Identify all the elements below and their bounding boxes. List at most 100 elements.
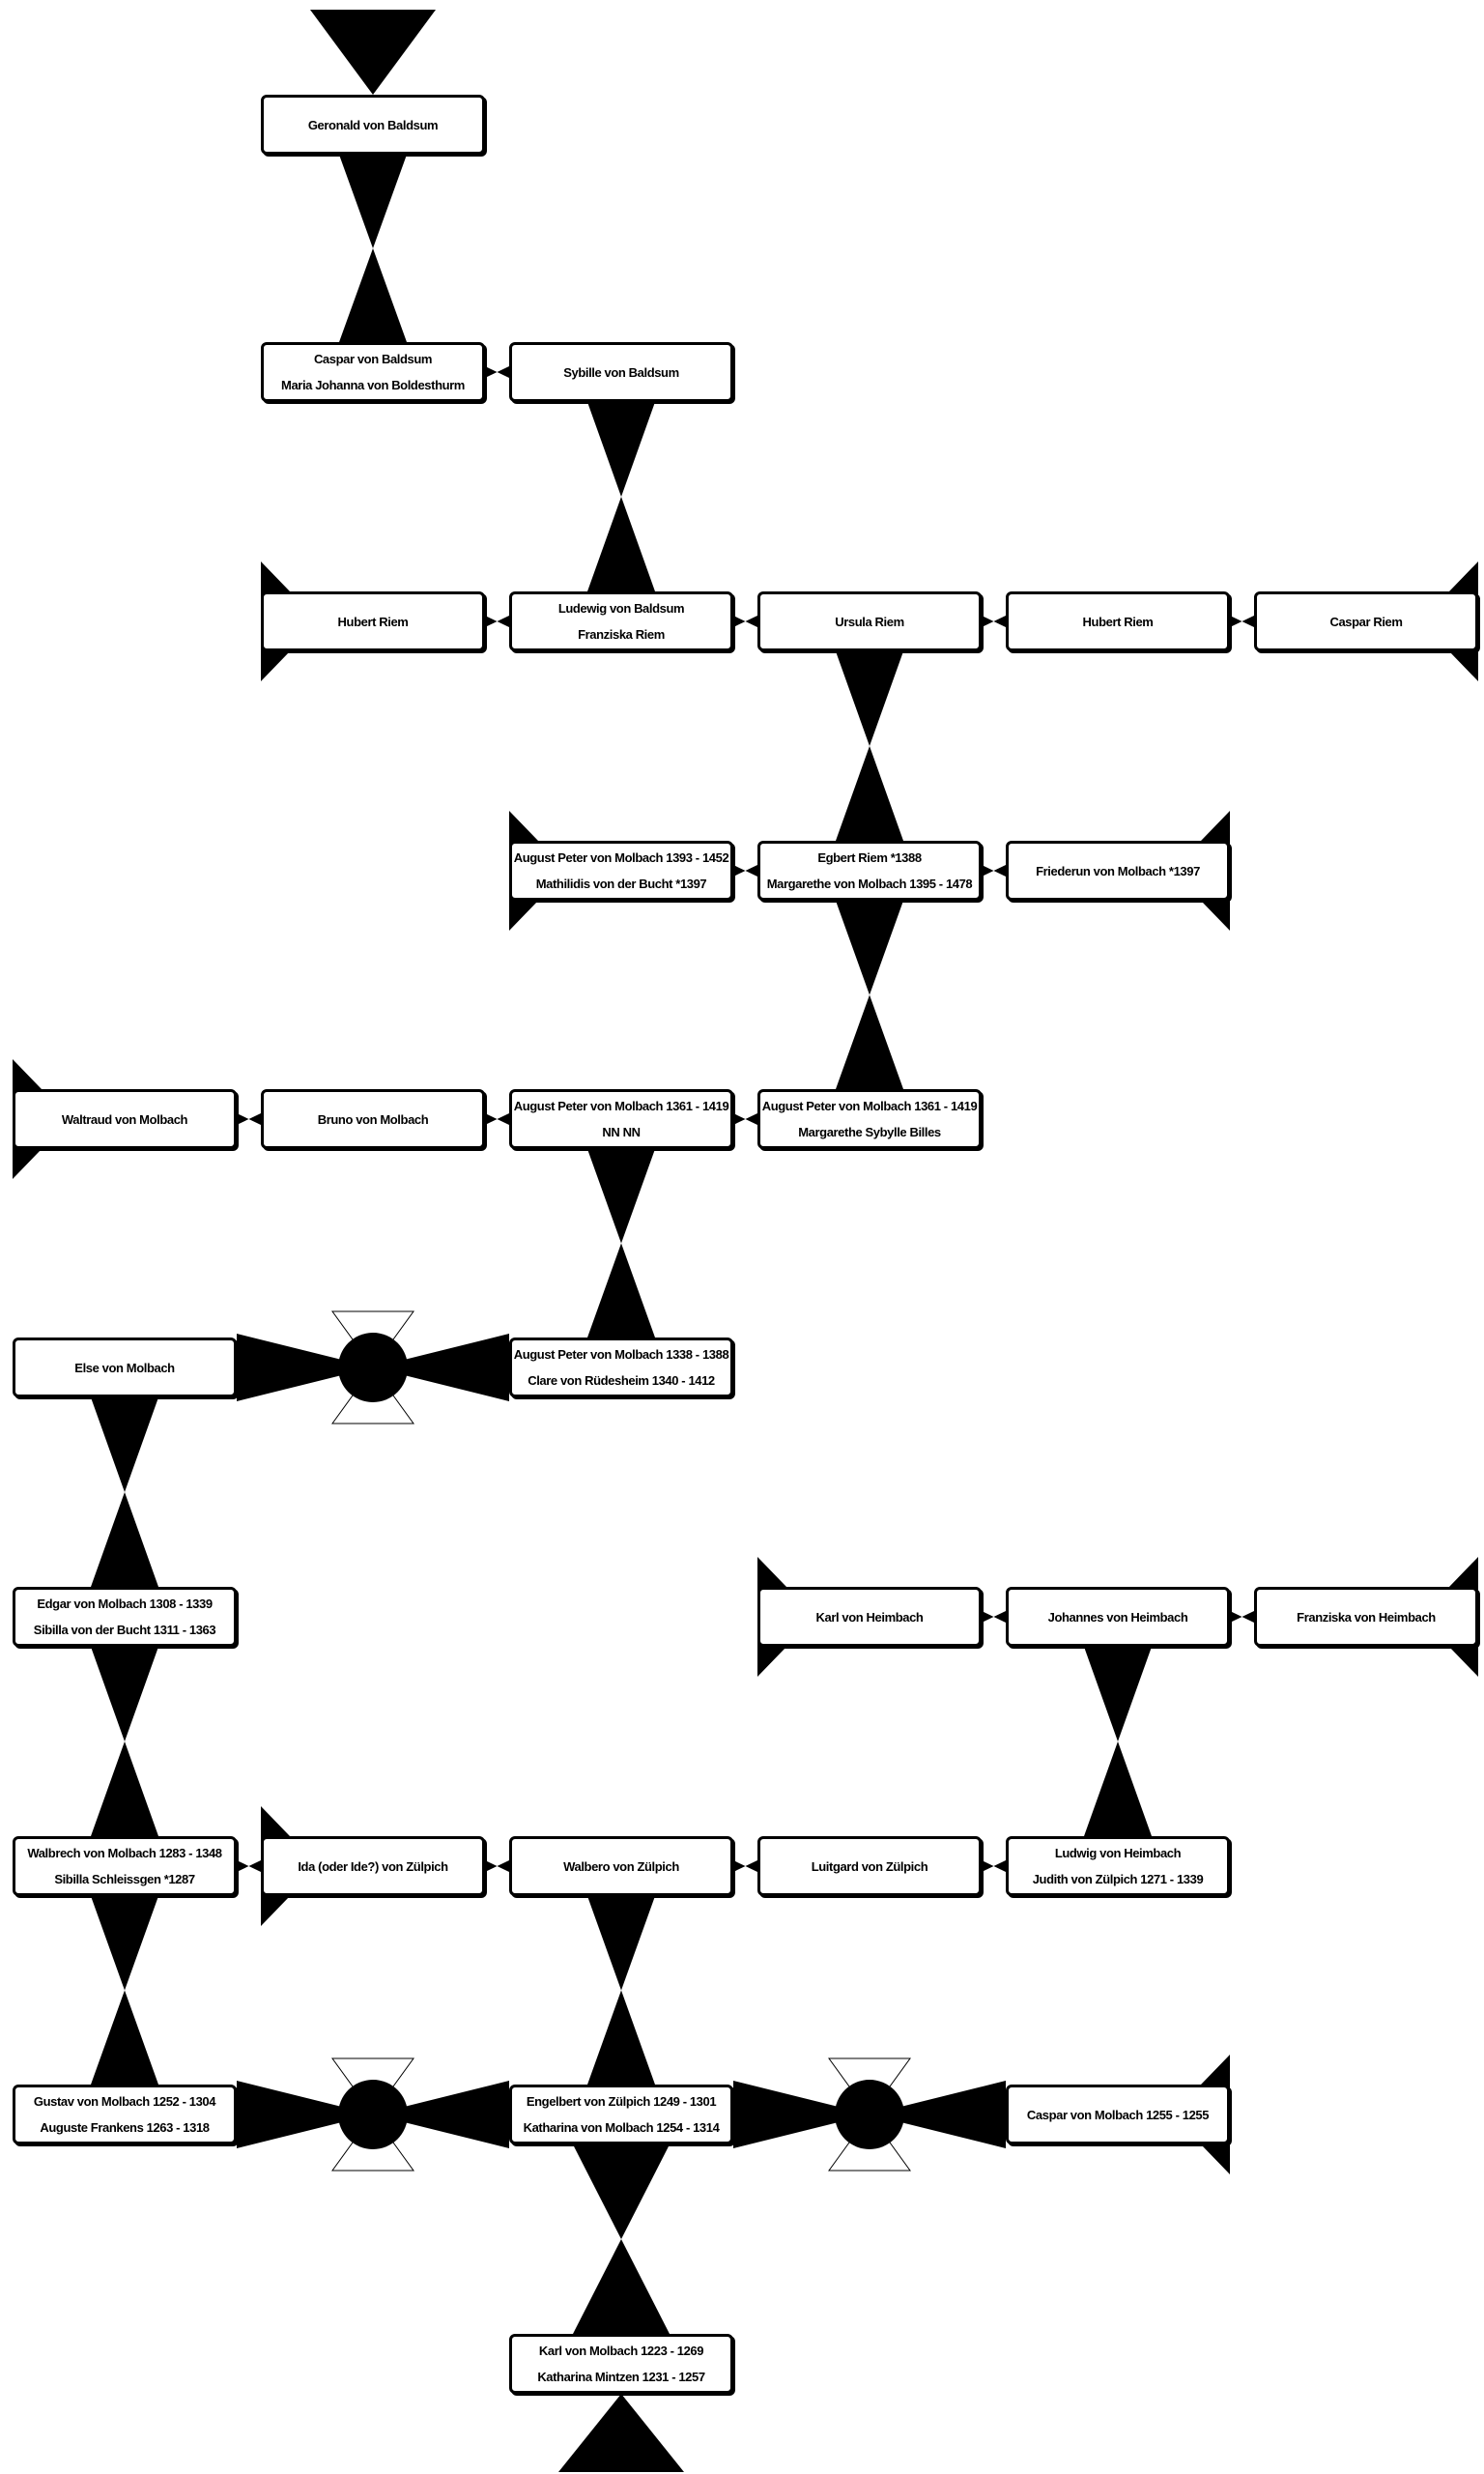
parent-link-lower — [91, 1990, 158, 2085]
person-node-franziska-von-heimbach[interactable]: Franziska von Heimbach — [1254, 1587, 1478, 1647]
parent-link-lower — [836, 994, 903, 1089]
person-node-hubert-riem-2[interactable]: Hubert Riem — [1006, 591, 1230, 651]
spouse-name-line: Sibilla von der Bucht 1311 - 1363 — [33, 1623, 216, 1637]
junction-outline-bottom — [828, 2114, 911, 2172]
parent-link-lower — [91, 1492, 158, 1587]
spouse-name-line: Katharina Mintzen 1231 - 1257 — [537, 2370, 705, 2384]
person-node-caspar-von-molbach[interactable]: Caspar von Molbach 1255 - 1255 — [1006, 2085, 1230, 2144]
parent-link-upper — [91, 1397, 158, 1492]
person-node-luitgard-von-zuelpich[interactable]: Luitgard von Zülpich — [757, 1836, 982, 1896]
spouse-name-line: Katharina von Molbach 1254 - 1314 — [523, 2120, 720, 2135]
parent-link-lower — [587, 1990, 655, 2085]
junction-outline-top — [331, 2057, 414, 2115]
junction-outline-bottom — [331, 2114, 414, 2172]
descendant-flare-bottom — [558, 2394, 684, 2472]
person-node-ursula-riem[interactable]: Ursula Riem — [757, 591, 982, 651]
spouse-name-line: Auguste Frankens 1263 - 1318 — [40, 2120, 210, 2135]
parent-link-lower — [587, 497, 655, 591]
person-name-line: Caspar von Baldsum — [313, 352, 433, 366]
sibling-link-right — [745, 616, 757, 627]
person-name-line: Hubert Riem — [337, 614, 409, 629]
person-name-line: Luitgard von Zülpich — [811, 1858, 928, 1874]
sibling-link-right — [1241, 616, 1254, 627]
sibling-link-left — [982, 865, 994, 877]
person-name-line: Ludewig von Baldsum — [557, 601, 685, 616]
person-name-line: Franziska von Heimbach — [1297, 1609, 1436, 1625]
spouse-name-line: Mathilidis von der Bucht *1397 — [535, 877, 707, 891]
sibling-link-right — [497, 366, 509, 378]
person-node-ida-von-zuelpich[interactable]: Ida (oder Ide?) von Zülpich — [261, 1836, 485, 1896]
spouse-name-line: NN NN — [602, 1125, 641, 1139]
spouse-link-right — [870, 2081, 1006, 2148]
sibling-link-left — [982, 1860, 994, 1872]
sibling-link-left — [733, 616, 746, 627]
person-node-walbero-von-zuelpich[interactable]: Walbero von Zülpich — [509, 1836, 733, 1896]
sibling-link-left — [1230, 616, 1242, 627]
sibling-link-right — [248, 1860, 261, 1872]
person-name-line: Bruno von Molbach — [317, 1111, 429, 1127]
person-name-line: Edgar von Molbach 1308 - 1339 — [37, 1597, 213, 1611]
person-node-august-peter-1361-a[interactable]: August Peter von Molbach 1361 - 1419 NN N… — [509, 1089, 733, 1149]
sibling-link-left — [485, 616, 498, 627]
sibling-link-left — [982, 616, 994, 627]
junction-outline-bottom — [331, 1366, 414, 1424]
person-name-line: August Peter von Molbach 1361 - 1419 — [761, 1099, 978, 1113]
person-node-friederun-von-molbach[interactable]: Friederun von Molbach *1397 — [1006, 841, 1230, 901]
person-name-line: Hubert Riem — [1082, 614, 1154, 629]
parent-link-upper — [91, 1896, 158, 1991]
parent-link-upper — [1084, 1647, 1152, 1741]
spouse-link-left — [237, 1334, 373, 1401]
sibling-link-right — [1241, 1611, 1254, 1623]
parent-link-lower — [836, 746, 903, 841]
spouse-link-left — [237, 2081, 373, 2148]
person-name-line: Walbero von Zülpich — [563, 1858, 679, 1874]
person-name-line: Gustav von Molbach 1252 - 1304 — [33, 2094, 216, 2109]
junction-outline-top — [331, 1310, 414, 1368]
sibling-link-left — [733, 865, 746, 877]
sibling-link-left — [237, 1113, 249, 1125]
person-node-johannes-von-heimbach[interactable]: Johannes von Heimbach — [1006, 1587, 1230, 1647]
sibling-link-right — [745, 1113, 757, 1125]
person-name-line: August Peter von Molbach 1361 - 1419 — [513, 1099, 729, 1113]
person-name-line: August Peter von Molbach 1338 - 1388 — [513, 1347, 729, 1362]
person-node-bruno-von-molbach[interactable]: Bruno von Molbach — [261, 1089, 485, 1149]
spouse-link-right — [373, 2081, 509, 2148]
spouse-name-line: Franziska Riem — [578, 627, 665, 642]
sibling-link-left — [982, 1611, 994, 1623]
person-node-caspar-riem[interactable]: Caspar Riem — [1254, 591, 1478, 651]
person-name-line: Sybille von Baldsum — [563, 364, 679, 380]
parent-link-upper — [587, 402, 655, 497]
person-name-line: Walbrech von Molbach 1283 - 1348 — [27, 1846, 222, 1860]
parent-link-upper — [587, 1149, 655, 1244]
parent-link-upper — [587, 1896, 655, 1991]
person-name-line: Karl von Heimbach — [815, 1609, 924, 1625]
person-node-sybille-von-baldsum[interactable]: Sybille von Baldsum — [509, 342, 733, 402]
person-node-waltraud-von-molbach[interactable]: Waltraud von Molbach — [13, 1089, 237, 1149]
sibling-link-left — [733, 1113, 746, 1125]
spouse-link-right — [373, 1334, 509, 1401]
person-node-hubert-riem-1[interactable]: Hubert Riem — [261, 591, 485, 651]
person-node-karl-von-heimbach[interactable]: Karl von Heimbach — [757, 1587, 982, 1647]
person-name-line: Johannes von Heimbach — [1047, 1609, 1188, 1625]
parent-link-lower — [91, 1741, 158, 1836]
person-name-line: Ida (oder Ide?) von Zülpich — [298, 1858, 448, 1874]
person-node-else-von-molbach[interactable]: Else von Molbach — [13, 1338, 237, 1397]
person-name-line: Engelbert von Zülpich 1249 - 1301 — [526, 2094, 717, 2109]
sibling-link-right — [745, 865, 757, 877]
spouse-link-left — [733, 2081, 870, 2148]
sibling-link-left — [485, 1860, 498, 1872]
person-node-geronald-von-baldsum[interactable]: Geronald von Baldsum — [261, 95, 485, 155]
parent-link-upper — [836, 651, 903, 746]
